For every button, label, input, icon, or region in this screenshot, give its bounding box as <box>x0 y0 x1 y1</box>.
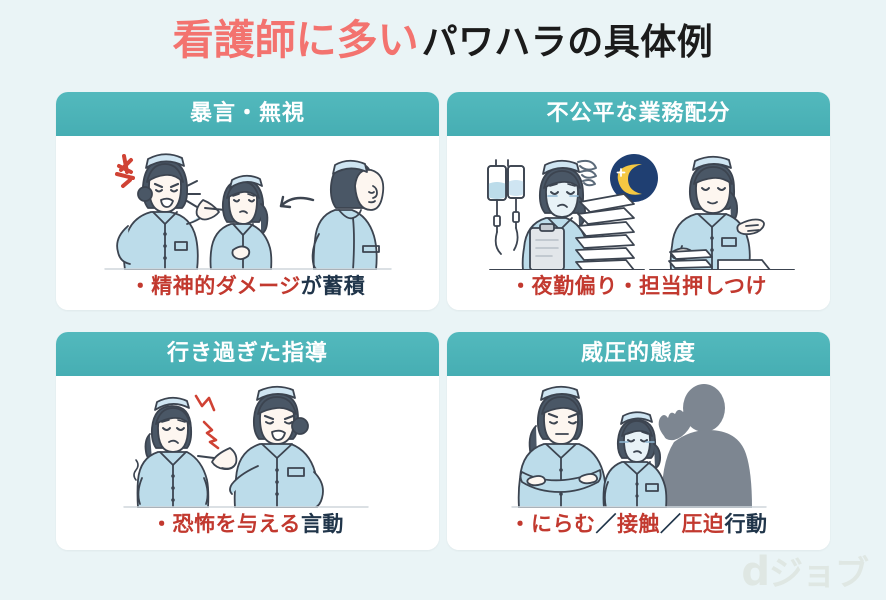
nurse-cowering <box>602 411 667 508</box>
caption-part-red: ・にらむ <box>509 512 596 536</box>
nurse-scolding-senior <box>196 385 324 508</box>
illustration-svg-card4 <box>510 384 767 508</box>
card-body-intimidating-attitude: ・にらむ／接触／圧迫行動 <box>447 376 830 550</box>
card-body-verbal-abuse: ・精神的ダメージが蓄積 <box>56 136 439 310</box>
page-title: 看護師に多いパワハラの具体例 <box>0 20 886 61</box>
card-excessive-guidance: 行き過ぎた指導 <box>56 332 439 550</box>
illustration-intimidation-scene <box>447 380 830 508</box>
caption-part-slash: ／ <box>595 512 617 536</box>
illustration-angry-nurse-scene <box>56 140 439 270</box>
caption-part-slash: ／ <box>660 512 682 536</box>
nurse-scared-junior <box>136 396 209 508</box>
caption-part-red: ・夜勤偏り・担当押しつけ <box>510 274 767 298</box>
caption-part-red: 圧迫 <box>681 512 725 536</box>
illustration-svg-card3 <box>122 385 369 508</box>
card-unfair-workload: 不公平な業務配分 <box>447 92 830 310</box>
nurse-arms-crossed <box>517 385 607 508</box>
card-header-verbal-abuse: 暴言・無視 <box>56 92 439 136</box>
page-title-rest: パワハラの具体例 <box>421 22 714 63</box>
caption-part-dark: 行動 <box>724 512 768 536</box>
fatigue-swirl-icon <box>576 159 597 187</box>
anger-mark-icon <box>114 154 135 188</box>
card-header-excessive-guidance: 行き過ぎた指導 <box>56 332 439 376</box>
nurse-relaxed <box>667 155 771 270</box>
nurse-scared <box>209 174 272 270</box>
brand-logo-text: ジョブ <box>769 554 869 594</box>
cards-grid: 暴言・無視 <box>56 92 830 550</box>
card-caption-unfair-workload: ・夜勤偏り・担当押しつけ <box>510 270 767 302</box>
shadow-figure <box>658 384 752 508</box>
card-intimidating-attitude: 威圧的態度 <box>447 332 830 550</box>
caption-part-dark: が蓄積 <box>300 274 366 298</box>
paper-stack-icon <box>574 193 635 270</box>
card-caption-verbal-abuse: ・精神的ダメージが蓄積 <box>130 270 365 302</box>
card-header-unfair-workload: 不公平な業務配分 <box>447 92 830 136</box>
card-verbal-abuse: 暴言・無視 <box>56 92 439 310</box>
illustration-overworked-nurse-scene <box>447 140 830 270</box>
nurse-ignoring <box>311 159 384 270</box>
caption-part-red: ・恐怖を与える <box>151 512 301 536</box>
brand-logo-mark: d <box>741 549 770 595</box>
nurse-angry <box>115 153 226 270</box>
shock-mark-icon <box>194 394 219 450</box>
turn-away-arrow-icon <box>279 195 314 209</box>
illustration-svg-card1 <box>103 153 392 270</box>
page-title-highlight: 看護師に多い <box>172 16 419 64</box>
illustration-scolding-scene <box>56 380 439 508</box>
clipboard-icon <box>528 223 565 270</box>
caption-part-dark: 言動 <box>300 512 344 536</box>
night-shift-moon-icon <box>609 154 658 202</box>
card-body-excessive-guidance: ・恐怖を与える言動 <box>56 376 439 550</box>
card-caption-intimidating-attitude: ・にらむ／接触／圧迫行動 <box>510 508 768 540</box>
caption-part-red: ・精神的ダメージ <box>129 274 301 298</box>
card-body-unfair-workload: ・夜勤偏り・担当押しつけ <box>447 136 830 310</box>
card-caption-excessive-guidance: ・恐怖を与える言動 <box>151 508 344 540</box>
card-header-intimidating-attitude: 威圧的態度 <box>447 332 830 376</box>
brand-logo: dジョブ <box>741 549 869 595</box>
iv-drip-icon <box>486 159 525 255</box>
caption-part-red: 接触 <box>617 512 660 536</box>
illustration-svg-card2 <box>486 154 795 270</box>
